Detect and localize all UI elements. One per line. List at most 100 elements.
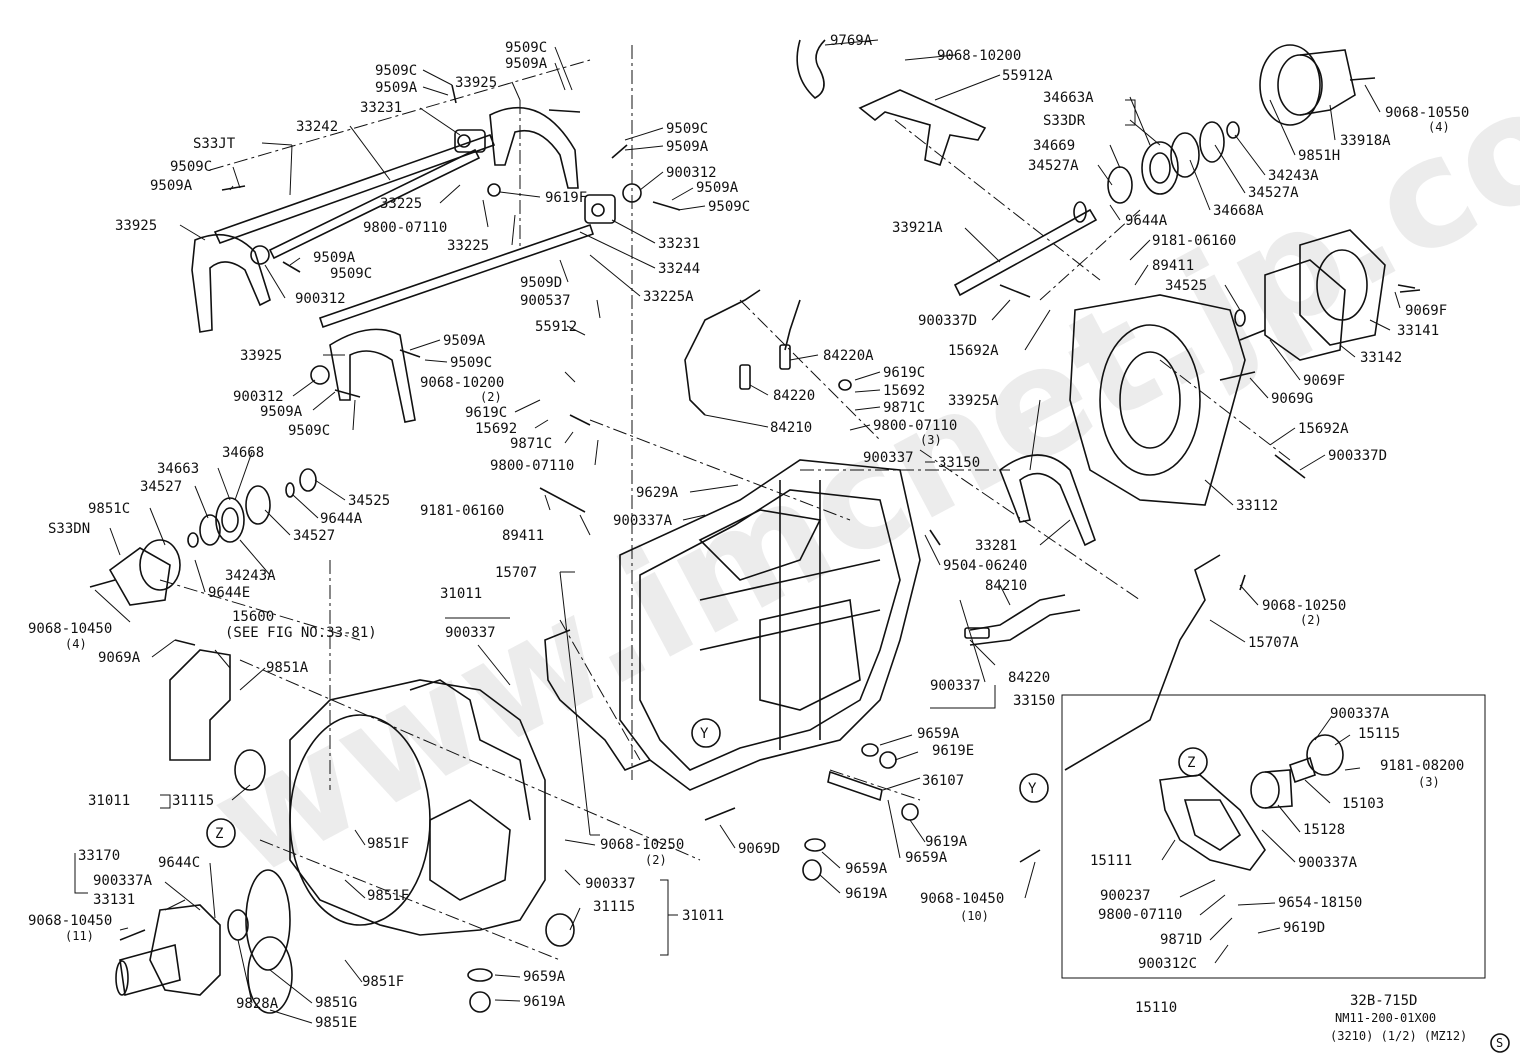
- bearing-34663: [187, 468, 317, 548]
- label-34243a: 34243A: [225, 568, 276, 584]
- label-9504-06240: 9504-06240: [943, 558, 1027, 574]
- label-9654-18150: 9654-18150: [1278, 895, 1362, 911]
- shift-rod-33242: [268, 148, 481, 260]
- label-15692a: 15692A: [1298, 421, 1349, 437]
- svg-text:Z: Z: [215, 826, 223, 842]
- label-9068-10450: 9068-10450: [28, 913, 112, 929]
- shaft-33921a: [953, 201, 1098, 297]
- label-9069f: 9069F: [1303, 373, 1345, 389]
- label-900337a: 900337A: [613, 513, 673, 529]
- label-31011: 31011: [88, 793, 130, 809]
- label-9509a: 9509A: [375, 80, 418, 96]
- figure-ref-line3: (3210) (1/2) (MZ12): [1330, 1029, 1467, 1043]
- label-84220: 84220: [1008, 670, 1050, 686]
- label-9851a: 9851A: [266, 660, 309, 676]
- label-9509c: 9509C: [330, 266, 372, 282]
- label-s33dr: S33DR: [1043, 113, 1086, 129]
- label-34668a: 34668A: [1213, 203, 1264, 219]
- label-9509a: 9509A: [696, 180, 739, 196]
- label-15600-note: (SEE FIG NO.33-81): [225, 625, 377, 641]
- label-9659a: 9659A: [905, 850, 948, 866]
- label-9659a: 9659A: [523, 969, 566, 985]
- label-qty: (2): [645, 853, 667, 867]
- figure-ref-line1: 32B-715D: [1350, 993, 1417, 1009]
- shift-rod-33244: [318, 223, 595, 329]
- label-33925: 33925: [240, 348, 282, 364]
- label-9509c: 9509C: [666, 121, 708, 137]
- label-900337: 900337: [585, 876, 636, 892]
- label-33225: 33225: [447, 238, 489, 254]
- assembly-guide-lines: [159, 45, 1291, 961]
- label-9800-07110: 9800-07110: [490, 458, 574, 474]
- label-9871c: 9871C: [510, 436, 552, 452]
- label-33918a: 33918A: [1340, 133, 1391, 149]
- part-labels: 9769A 9068-10200 55912A 9509C 9509A 9509…: [28, 33, 1469, 1031]
- label-9509a: 9509A: [666, 139, 709, 155]
- label-33281: 33281: [975, 538, 1017, 554]
- label-9068-10250: 9068-10250: [1262, 598, 1346, 614]
- ref-circle-z-right: Z: [1178, 747, 1208, 777]
- label-9828a: 9828A: [236, 996, 279, 1012]
- label-9068-10450: 9068-10450: [28, 621, 112, 637]
- bracket-55912a: [858, 89, 987, 167]
- svg-text:Y: Y: [1028, 781, 1037, 797]
- shift-fork-33925-top: [489, 106, 579, 189]
- label-34663: 34663: [157, 461, 199, 477]
- label-900337a: 900337A: [1298, 855, 1358, 871]
- label-9851g: 9851G: [315, 995, 357, 1011]
- label-9069a: 9069A: [98, 650, 141, 666]
- label-33921a: 33921A: [892, 220, 943, 236]
- retainer-33131: [115, 904, 221, 997]
- label-33150: 33150: [1013, 693, 1055, 709]
- label-qty: (11): [65, 929, 94, 943]
- cylinder-33918a: [1259, 44, 1356, 126]
- label-9851f: 9851F: [362, 974, 404, 990]
- label-34527a: 34527A: [1248, 185, 1299, 201]
- vent-line-15707: [544, 629, 651, 771]
- label-s33jt: S33JT: [193, 136, 236, 152]
- label-15111: 15111: [1090, 853, 1132, 869]
- plug-15128: [1250, 769, 1293, 809]
- label-9068-10200: 9068-10200: [937, 48, 1021, 64]
- label-9851e: 9851E: [315, 1015, 357, 1031]
- label-qty: (10): [960, 909, 989, 923]
- label-15128: 15128: [1303, 822, 1345, 838]
- label-9800-07110: 9800-07110: [1098, 907, 1182, 923]
- label-9619e: 9619E: [932, 743, 974, 759]
- label-9800-07110: 9800-07110: [363, 220, 447, 236]
- label-9644e: 9644E: [208, 585, 250, 601]
- label-15110: 15110: [1135, 1000, 1177, 1016]
- label-33141: 33141: [1397, 323, 1439, 339]
- label-84220a: 84220A: [823, 348, 874, 364]
- label-9509a: 9509A: [260, 404, 303, 420]
- label-9619d: 9619D: [1283, 920, 1325, 936]
- o-rings-large: [227, 869, 293, 1014]
- shift-block-33231-top: [454, 129, 486, 153]
- clutch-housing: [289, 679, 546, 936]
- label-qty: (3): [1418, 775, 1440, 789]
- label-33170: 33170: [78, 848, 120, 864]
- group-brackets: [74, 99, 1486, 979]
- label-9509c: 9509C: [375, 63, 417, 79]
- svg-text:Z: Z: [1187, 755, 1195, 771]
- label-36107: 36107: [922, 773, 964, 789]
- label-qty: (3): [920, 433, 942, 447]
- dowel-31115: [234, 749, 575, 947]
- label-9851f: 9851F: [367, 836, 409, 852]
- label-900337: 900337: [445, 625, 496, 641]
- label-9800-07110: 9800-07110: [873, 418, 957, 434]
- label-15707: 15707: [495, 565, 537, 581]
- label-9068-10250: 9068-10250: [600, 837, 684, 853]
- label-89411: 89411: [502, 528, 544, 544]
- label-34525: 34525: [348, 493, 390, 509]
- label-34243a: 34243A: [1268, 168, 1319, 184]
- label-900337a: 900337A: [1330, 706, 1390, 722]
- label-9069f: 9069F: [1405, 303, 1447, 319]
- label-900337: 900337: [930, 678, 981, 694]
- label-31115: 31115: [593, 899, 635, 915]
- label-33131: 33131: [93, 892, 135, 908]
- label-qty: (2): [1300, 613, 1322, 627]
- label-9619c: 9619C: [883, 365, 925, 381]
- vent-line-15707a: [1064, 554, 1221, 771]
